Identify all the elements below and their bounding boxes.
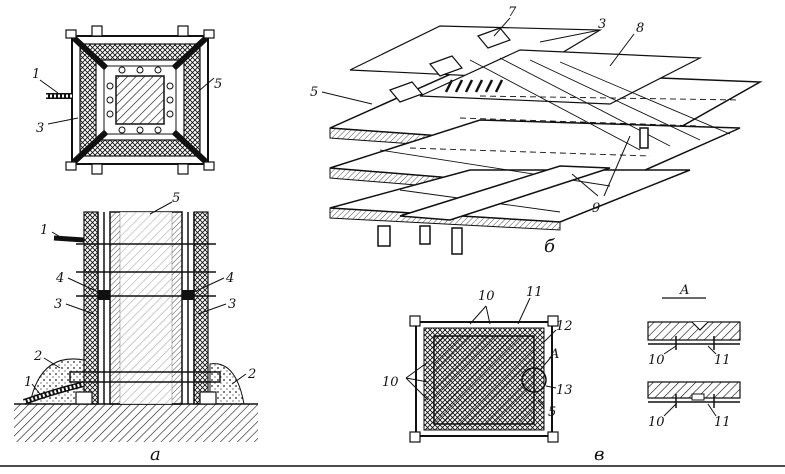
section-label-2-left: 2 — [33, 349, 42, 364]
caption-v: в — [594, 444, 604, 465]
iso-label-5: 5 — [310, 85, 318, 100]
section-label-1-bottom: 1 — [24, 375, 32, 390]
column-form-plan: 1 3 5 — [32, 25, 222, 175]
section-label-2-right: 2 — [247, 367, 256, 382]
detail-a: A 10 11 10 11 — [647, 283, 741, 430]
section-label-4-left: 4 — [55, 271, 64, 286]
plan-label-3: 3 — [36, 121, 44, 136]
iso-label-3: 3 — [598, 17, 606, 32]
iso-label-9: 9 — [592, 201, 600, 216]
detail-title-A: A — [679, 283, 689, 298]
form-label-10-left: 10 — [382, 375, 399, 390]
section-label-1-top: 1 — [40, 223, 48, 238]
section-label-3-right: 3 — [228, 297, 236, 312]
plan-label-5: 5 — [214, 77, 222, 92]
caption-b: б — [544, 236, 556, 257]
detail-label-11-a: 11 — [714, 353, 731, 368]
detail-label-11-b: 11 — [714, 415, 731, 430]
form-label-12: 12 — [556, 319, 573, 334]
iso-label-7: 7 — [508, 5, 517, 20]
caption-a: а — [150, 444, 161, 465]
bolt-holes — [106, 66, 174, 134]
form-label-10-top: 10 — [478, 289, 495, 304]
column-form-section-v: 10 11 12 10 A 13 5 в — [382, 285, 604, 465]
detail-label-10-a: 10 — [648, 353, 665, 368]
section-label-3-left: 3 — [54, 297, 62, 312]
form-label-11: 11 — [526, 285, 543, 300]
panel-assembly-isometric — [321, 17, 763, 255]
section-label-5: 5 — [172, 191, 180, 206]
form-label-5: 5 — [548, 405, 556, 420]
section-label-4-right: 4 — [225, 271, 234, 286]
form-label-A: A — [549, 347, 559, 362]
detail-label-10-b: 10 — [648, 415, 665, 430]
column-form-section: 1 5 4 4 3 3 2 2 1 а — [14, 191, 258, 465]
iso-label-8: 8 — [636, 21, 644, 36]
plan-label-1: 1 — [32, 67, 40, 82]
form-label-13: 13 — [556, 383, 573, 398]
